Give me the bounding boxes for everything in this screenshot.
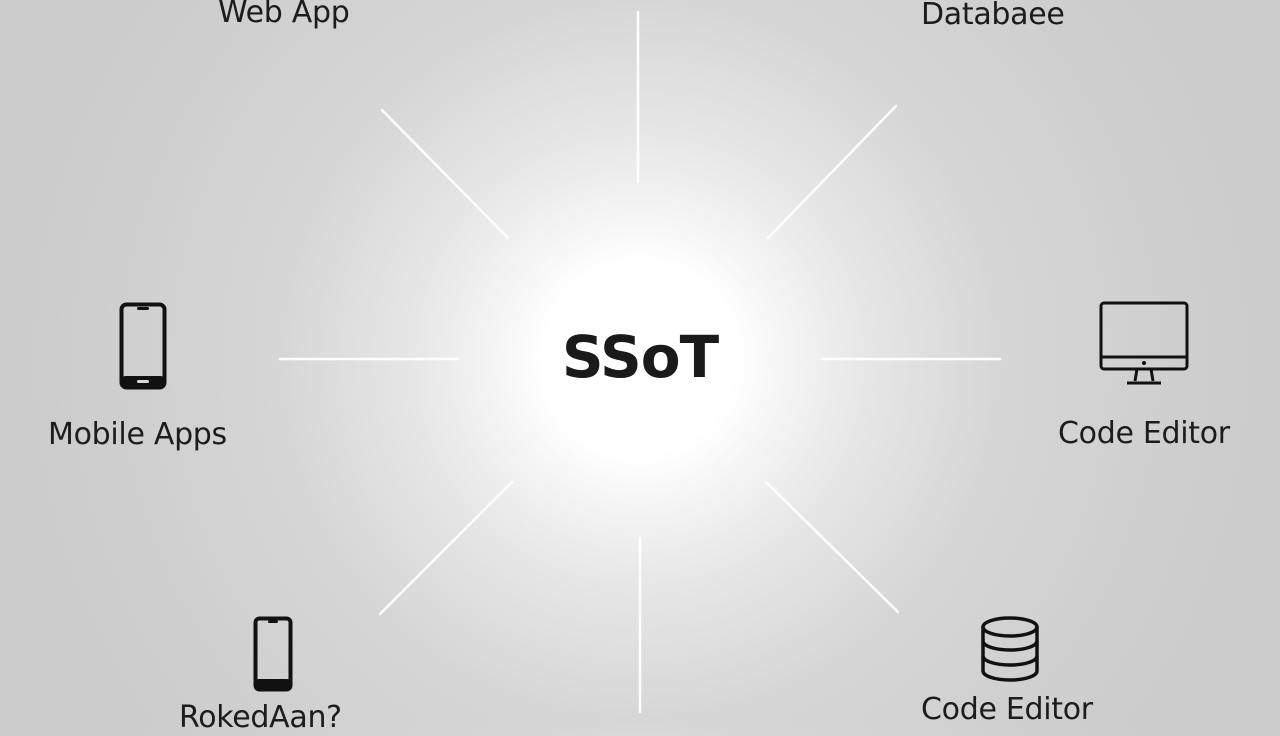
ray-top-right (766, 104, 898, 240)
ray-top-left (380, 108, 510, 240)
connector-rays (0, 0, 1280, 720)
node-label-bottom-left: RokedAan? (179, 700, 342, 735)
monitor-icon (1099, 301, 1189, 385)
center-hub-label: SSoT (561, 323, 719, 391)
smartphone-icon (253, 616, 293, 692)
smartphone-icon (119, 302, 167, 390)
node-label-code-editor-bottom: Code Editor (921, 692, 1093, 727)
database-icon (981, 616, 1039, 682)
ray-bottom-right (764, 480, 900, 614)
ray-bottom-left (378, 480, 514, 616)
node-label-database: Databaee (921, 0, 1065, 32)
node-label-mobile-apps: Mobile Apps (48, 417, 227, 452)
node-label-web-app: Web App (218, 0, 350, 30)
node-label-code-editor: Code Editor (1058, 416, 1230, 451)
